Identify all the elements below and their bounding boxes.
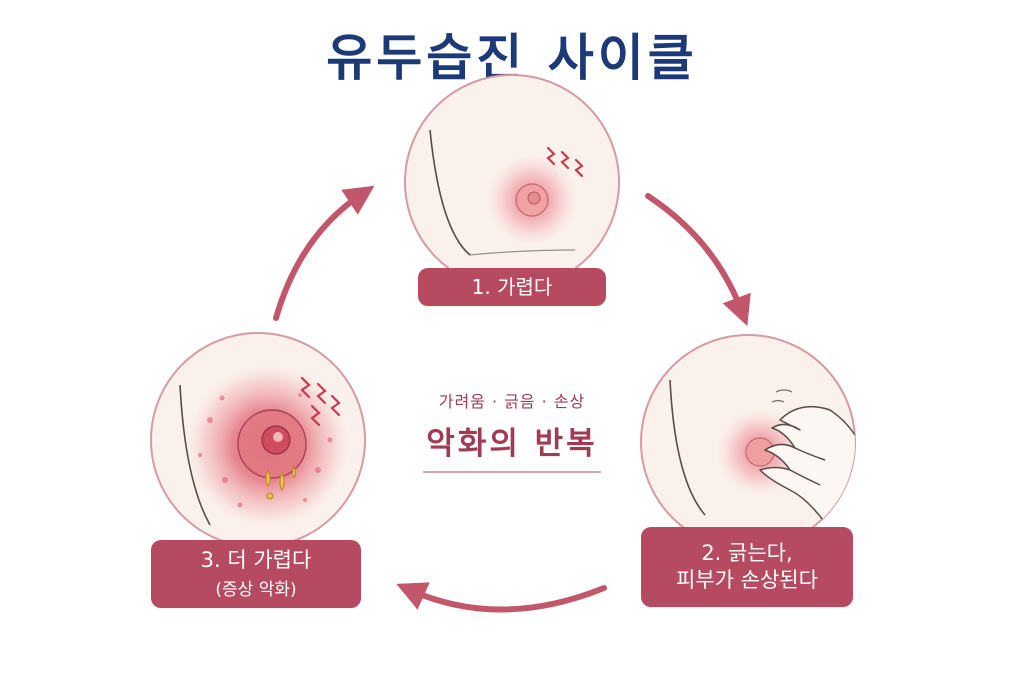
step-3-label: 3. 더 가렵다 (증상 악화): [151, 540, 361, 608]
itch-spark-icon: [546, 146, 584, 178]
step-3-label-line2: (증상 악화): [215, 579, 297, 600]
step-1-label-text: 1. 가렵다: [471, 275, 553, 299]
center-divider: [423, 471, 601, 473]
step-3-label-line1: 3. 더 가렵다: [200, 548, 312, 573]
cycle-arrow-icon: [645, 193, 751, 327]
center-headline: 악화의 반복: [426, 426, 598, 462]
step-2-label-line1: 2. 긁는다,: [701, 540, 793, 565]
step-2-illustration: [640, 334, 856, 550]
center-caption: 가려움 · 긁음 · 손상 악화의 반복: [408, 388, 616, 473]
center-subtitle: 가려움 · 긁음 · 손상: [438, 392, 586, 411]
cycle-arrow-icon: [396, 582, 607, 613]
itch-spark-icon: [300, 376, 341, 427]
discharge-drop-icon: [265, 464, 296, 500]
cycle-arrow-icon: [273, 185, 375, 321]
step-1-label: 1. 가렵다: [418, 268, 606, 306]
step-2-label: 2. 긁는다, 피부가 손상된다: [641, 527, 853, 607]
step-2-label-line2: 피부가 손상된다: [676, 568, 818, 592]
step-1-illustration: [404, 74, 620, 290]
step-3-illustration: [150, 332, 366, 548]
